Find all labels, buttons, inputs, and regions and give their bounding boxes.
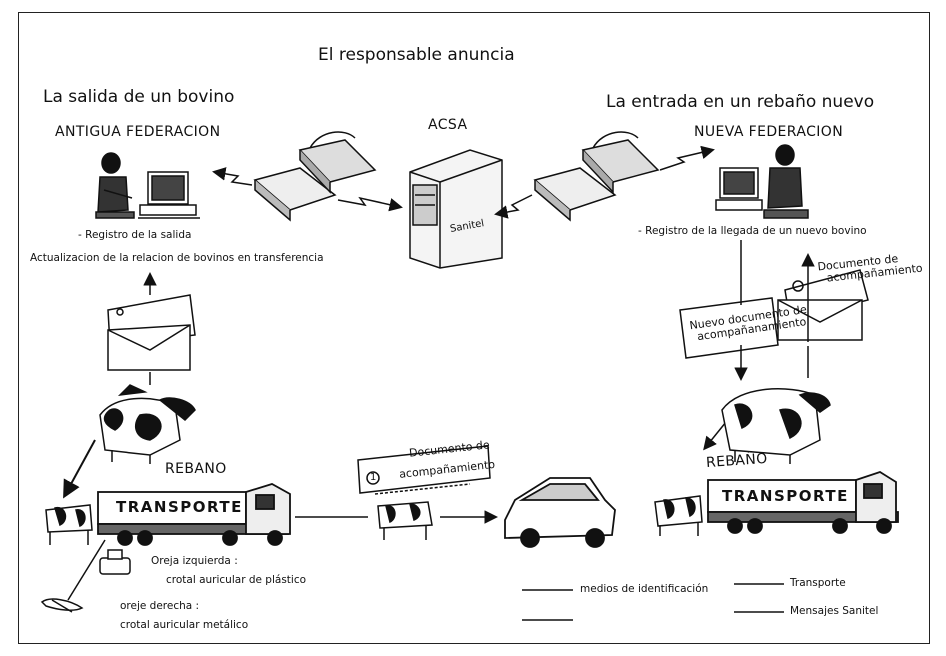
left-ear-tag-title: Oreja izquierda : <box>151 555 238 567</box>
flow-arrows-left <box>63 439 96 499</box>
legend-sanitel: Mensajes Sanitel <box>790 605 879 617</box>
main-title: El responsable anuncia <box>318 45 515 65</box>
old-federation-label: ANTIGUA FEDERACION <box>55 124 221 140</box>
update-relation-label: Actualizacion de la relacion de bovinos … <box>30 252 324 264</box>
herd-left-label: REBANO <box>165 461 227 477</box>
cow-left-icon <box>45 504 93 545</box>
legend-identification: medios de identificación <box>580 583 709 595</box>
legend-transport: Transporte <box>790 577 846 589</box>
transport-left-label: TRANSPORTE <box>116 498 243 516</box>
document-number: 1 <box>370 472 377 483</box>
vehicle-car-icon <box>504 477 616 548</box>
acsa-label: ACSA <box>428 117 468 133</box>
diagram-frame <box>18 12 930 644</box>
truck-right-icon <box>707 471 899 534</box>
left-ear-tag-desc: crotal auricular de plástico <box>166 574 307 586</box>
phone-left-icon <box>253 131 377 222</box>
document-middle-icon <box>357 445 491 495</box>
cow-middle-icon <box>377 501 433 540</box>
operator-left-icon <box>95 152 200 219</box>
left-section-title: La salida de un bovino <box>43 87 235 107</box>
legend-lines <box>522 583 784 621</box>
plastic-ear-tag-icon <box>67 539 131 601</box>
document-envelope-right-icon <box>777 269 869 341</box>
phone-right-icon <box>533 131 660 222</box>
herd-right-label: REBAÑO <box>705 450 769 472</box>
operator-right-icon <box>715 144 809 219</box>
transport-right-label: TRANSPORTE <box>722 487 849 505</box>
metal-ear-tag-icon <box>40 598 84 613</box>
right-section-title: La entrada en un rebaño nuevo <box>606 92 875 112</box>
sanitel-server-icon <box>409 149 503 269</box>
new-federation-label: NUEVA FEDERACION <box>694 124 844 140</box>
sanitel-signal-lines <box>212 145 715 219</box>
herd-left-icon <box>99 384 196 464</box>
flow-arrows-right <box>703 240 815 451</box>
cow-right-icon <box>654 495 703 536</box>
register-arrival-label: - Registro de la llegada de un nuevo bov… <box>638 225 867 237</box>
right-ear-tag-title: oreje derecha : <box>120 600 200 612</box>
document-envelope-left-icon <box>107 272 196 385</box>
register-exit-label: - Registro de la salida <box>78 229 192 241</box>
herd-right-icon <box>721 388 831 464</box>
truck-left-icon <box>97 483 291 546</box>
right-ear-tag-desc: crotal auricular metálico <box>120 619 249 631</box>
